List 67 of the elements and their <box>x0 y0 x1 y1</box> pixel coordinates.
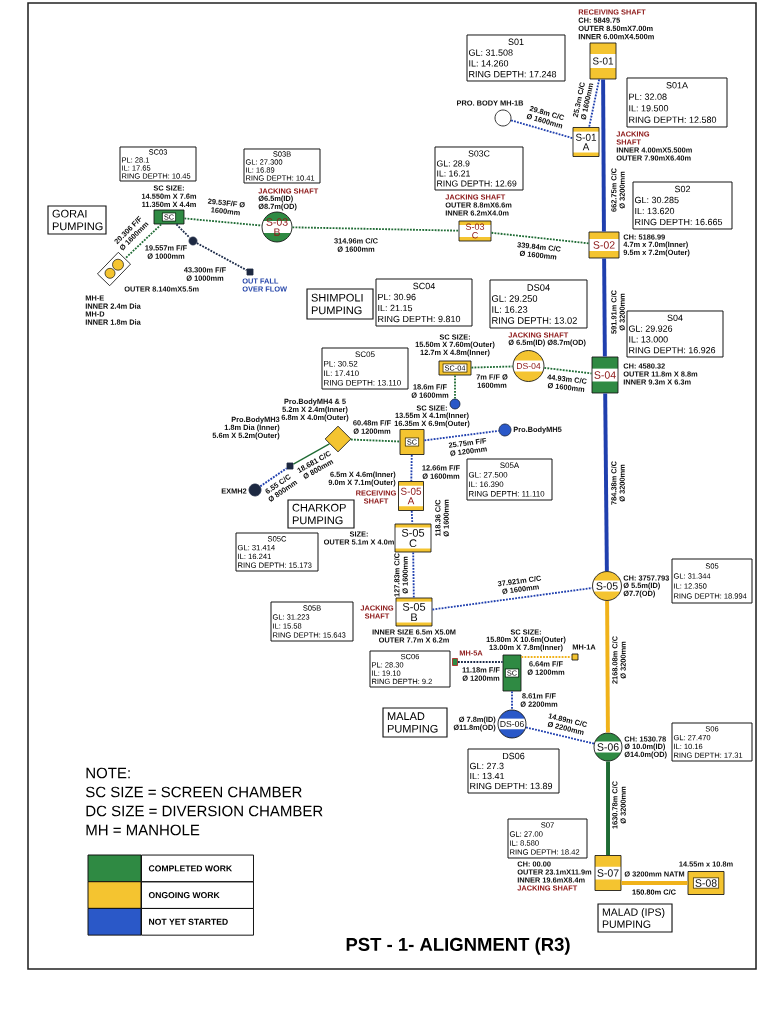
title: PST - 1- ALIGNMENT (R3) <box>346 937 570 955</box>
manhole-square <box>286 462 294 470</box>
station-box: MALAD (IPS) PUMPING <box>597 903 673 933</box>
pipeline <box>525 726 595 745</box>
pipeline <box>510 119 574 140</box>
info-box: SC05 PL: 30.52 IL: 17.410 RING DEPTH: 13.110 <box>321 347 409 390</box>
pipeline <box>470 365 514 369</box>
station-box: SHIMPOLI PUMPING <box>306 288 374 320</box>
shaft-box: S-01 <box>589 42 617 80</box>
info-box: S01 GL: 31.508 IL: 14.260 RING DEPTH: 17.248 <box>466 34 566 82</box>
pipeline <box>520 656 573 658</box>
shaft-box: S-03 C <box>458 220 492 242</box>
legend-label: COMPLETED WORK <box>141 854 254 883</box>
outfall-square <box>246 268 254 276</box>
pipeline <box>621 881 688 885</box>
pipeline <box>588 78 601 128</box>
note-text: NOTE: <box>86 767 130 779</box>
shaft-box: S-04 <box>591 356 619 394</box>
manhole-square <box>571 653 579 661</box>
pipeline <box>603 393 609 572</box>
pipeline <box>410 454 413 482</box>
info-box: DS06 GL: 27.3 IL: 13.41 RING DEPTH: 13.89 <box>467 748 560 794</box>
info-box: S04 GL: 29.926 IL: 13.000 RING DEPTH: 16.926 <box>626 310 724 358</box>
note-text: SC SIZE = SCREEN CHAMBER <box>85 786 302 798</box>
info-box: S01A PL: 32.08 IL: 19.500 RING DEPTH: 12.580 <box>626 77 728 128</box>
shaft-box: S-01 A <box>572 127 600 157</box>
shaft-box: S-07 <box>594 855 622 891</box>
info-box: S03C GL: 28.9 IL: 16.21 RING DEPTH: 12.69 <box>434 146 524 191</box>
pipeline <box>490 231 590 245</box>
pipeline <box>183 217 263 227</box>
legend-label: ONGOING WORK <box>141 881 254 909</box>
pipeline <box>292 443 331 465</box>
pipeline <box>511 690 513 711</box>
pipeline <box>124 223 163 260</box>
legend-label: NOT YET STARTED <box>141 907 254 936</box>
station-box: CHARKOP PUMPING <box>287 499 355 529</box>
pipeline <box>412 551 415 599</box>
pipeline <box>423 429 500 442</box>
station-box: MALAD PUMPING <box>382 707 448 738</box>
twin-manhole-box <box>97 251 131 287</box>
pipeline <box>602 258 607 357</box>
pipeline <box>410 510 414 525</box>
shaft-box: S-08 <box>687 871 725 895</box>
info-box: DS04 GL: 29.250 IL: 16.23 RING DEPTH: 13.02 <box>489 279 588 329</box>
manhole-square <box>452 658 458 666</box>
pipeline <box>606 761 610 856</box>
pipeline <box>291 226 460 232</box>
pipeline <box>454 374 456 400</box>
pipeline <box>431 587 594 611</box>
shaft-box: S-05 C <box>394 523 432 553</box>
pipeline <box>195 242 248 272</box>
manhole-diamond <box>324 425 352 453</box>
info-box: S02 GL: 30.285 IL: 13.620 RING DEPTH: 16.665 <box>632 181 733 230</box>
pipeline <box>350 438 401 443</box>
pipeline <box>259 467 288 488</box>
station-box: GORAI PUMPING <box>47 205 107 235</box>
pipeline <box>605 600 610 733</box>
pipeline <box>543 366 593 375</box>
shaft-box: S-02 <box>588 231 620 259</box>
pipeline <box>175 223 191 239</box>
note-text: MH = MANHOLE <box>86 824 200 836</box>
note-text: DC SIZE = DIVERSION CHAMBER <box>86 805 323 817</box>
pipeline <box>457 661 504 663</box>
shaft-box: S-05 B <box>395 597 433 627</box>
manhole-circle <box>494 109 512 127</box>
shaft-box: S-05 A <box>398 481 424 511</box>
pipeline <box>601 79 606 232</box>
